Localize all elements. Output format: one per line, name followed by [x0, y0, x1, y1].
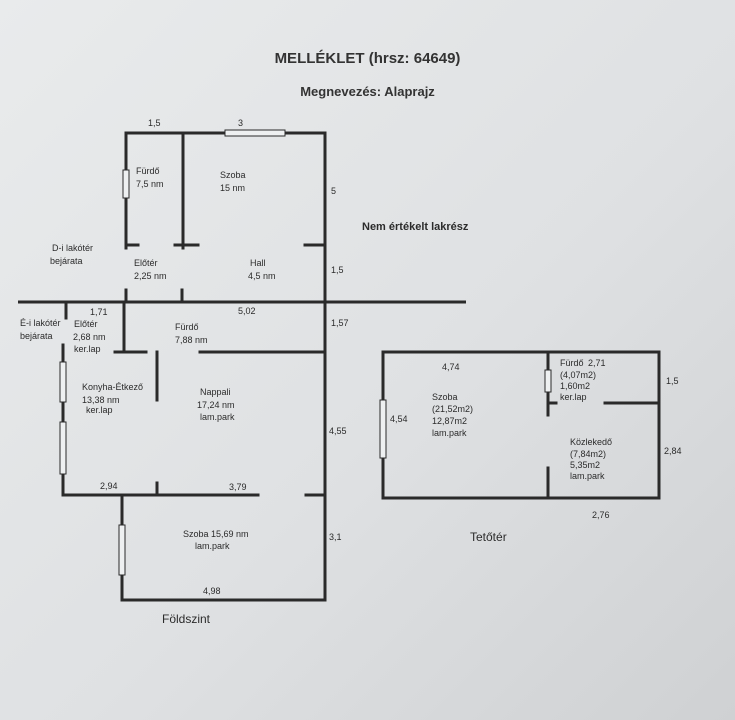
room-l1-attic-furdo: (4,07m2): [560, 370, 596, 380]
room-l2-attic-furdo: 1,60m2: [560, 381, 590, 391]
room-name-konyha: Konyha-Étkező: [82, 382, 143, 392]
wall: [381, 350, 661, 500]
room-area-eloter-left: 2,68 nm: [73, 332, 106, 342]
dim-label: 4,54: [390, 414, 408, 424]
window: [118, 524, 126, 576]
room-floor-attic-szoba: lam.park: [432, 428, 467, 438]
dim-label: 4,55: [329, 426, 347, 436]
room-name-szoba-top: Szoba: [220, 170, 246, 180]
dim-label: 1,5: [666, 376, 679, 386]
window: [224, 129, 286, 137]
not-evaluated-label: Nem értékelt lakrész: [362, 221, 469, 233]
room-name-furdo-top: Fürdő: [136, 166, 160, 176]
room-floor-attic-furdo: ker.lap: [560, 392, 587, 402]
entrance-e-label-2: bejárata: [20, 331, 53, 341]
room-name-hall: Hall: [250, 258, 266, 268]
room-floor-nappali: lam.park: [200, 412, 235, 422]
entrance-e-label-1: É-i lakótér: [20, 318, 61, 328]
room-name-attic-furdo: Fürdő: [560, 358, 584, 368]
ground-floor-windows: [59, 129, 286, 576]
dim-label: 3,1: [329, 532, 342, 542]
dim-label: 4,74: [442, 362, 460, 372]
room-floor-attic-kozl: lam.park: [570, 471, 605, 481]
dim-label: 2,84: [664, 446, 682, 456]
dim-label: 5: [331, 186, 336, 196]
dim-label: 1,5: [331, 265, 344, 275]
room-floor-konyha: ker.lap: [86, 405, 113, 415]
room-area-furdo-mid: 7,88 nm: [175, 335, 208, 345]
room-area-szoba-top: 15 nm: [220, 183, 245, 193]
room-floor-eloter-left: ker.lap: [74, 344, 101, 354]
room-name-attic-szoba: Szoba: [432, 392, 458, 402]
dim-label: 1,57: [331, 318, 349, 328]
room-name-attic-kozl: Közlekedő: [570, 437, 612, 447]
dim-label: 5,02: [238, 306, 256, 316]
window: [59, 361, 67, 403]
window: [544, 369, 552, 393]
room-area-eloter-top: 2,25 nm: [134, 271, 167, 281]
room-area-konyha: 13,38 nm: [82, 395, 120, 405]
dim-label: 3: [238, 118, 243, 128]
room-name-eloter-top: Előtér: [134, 258, 158, 268]
dim-label: 1,71: [90, 307, 108, 317]
window: [122, 169, 130, 199]
room-name-nappali: Nappali: [200, 387, 231, 397]
entrance-d-label-1: D-i lakótér: [52, 243, 93, 253]
dim-label: 2,76: [592, 510, 610, 520]
dim-label: 3,79: [229, 482, 247, 492]
room-l2-attic-szoba: 12,87m2: [432, 416, 467, 426]
floor-label-attic: Tetőtér: [470, 530, 507, 544]
room-name-furdo-mid: Fürdő: [175, 322, 199, 332]
room-l1-attic-szoba: (21,52m2): [432, 404, 473, 414]
window: [379, 399, 387, 459]
window: [59, 421, 67, 475]
page-title: MELLÉKLET (hrsz: 64649): [274, 50, 461, 67]
attic-walls: [379, 350, 661, 500]
room-l1-attic-kozl: (7,84m2): [570, 449, 606, 459]
dim-label: 2,94: [100, 481, 118, 491]
room-area-hall: 4,5 nm: [248, 271, 276, 281]
floor-label-ground: Földszint: [162, 612, 211, 626]
entrance-d-label-2: bejárata: [50, 256, 83, 266]
room-area-nappali: 17,24 nm: [197, 400, 235, 410]
dim-label: 4,98: [203, 586, 221, 596]
room-area-furdo-top: 7,5 nm: [136, 179, 164, 189]
page-subtitle: Megnevezés: Alaprajz: [300, 84, 435, 99]
dim-label: 2,71: [588, 358, 606, 368]
room-l2-attic-kozl: 5,35m2: [570, 460, 600, 470]
room-floor-szoba-bottom: lam.park: [195, 541, 230, 551]
dim-label: 1,5: [148, 118, 161, 128]
room-name-szoba-bottom: Szoba 15,69 nm: [183, 529, 249, 539]
room-name-eloter-left: Előtér: [74, 319, 98, 329]
